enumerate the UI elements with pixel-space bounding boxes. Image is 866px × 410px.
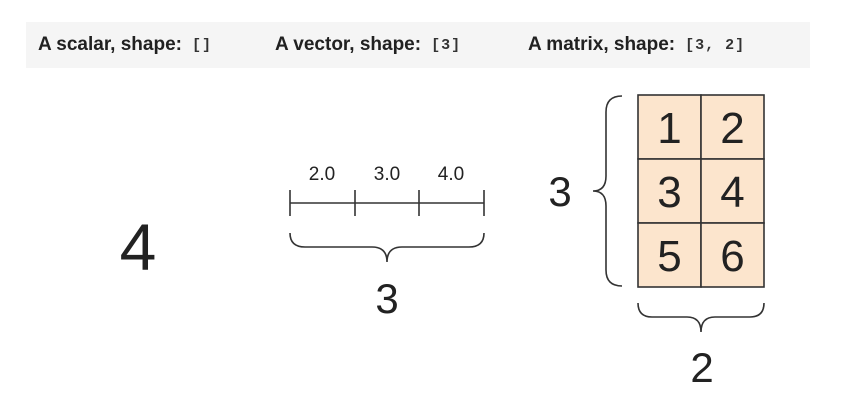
vector-length-label: 3 bbox=[375, 275, 398, 322]
vector-brace bbox=[289, 232, 485, 263]
matrix-cell bbox=[700, 158, 765, 224]
matrix-cell-value: 6 bbox=[720, 232, 744, 281]
scalar-heading-label: A scalar, shape: bbox=[38, 34, 182, 55]
matrix-shape-code: [3, 2] bbox=[685, 36, 746, 54]
matrix-cell-value: 3 bbox=[657, 168, 681, 217]
vector-axis bbox=[289, 190, 485, 216]
scalar-shape-code: [] bbox=[191, 36, 212, 54]
matrix-cell-value: 5 bbox=[657, 232, 681, 281]
matrix-cell bbox=[700, 222, 765, 288]
vector-heading-label: A vector, shape: bbox=[275, 34, 422, 55]
matrix-cols-label: 2 bbox=[690, 344, 713, 391]
matrix-heading-label: A matrix, shape: bbox=[528, 34, 676, 55]
matrix-cell-value: 1 bbox=[657, 104, 681, 153]
scalar-heading: A scalar, shape: [] bbox=[38, 22, 212, 68]
vector-value-1: 2.0 bbox=[309, 164, 335, 185]
vector-value-2: 3.0 bbox=[374, 164, 400, 185]
matrix-heading: A matrix, shape: [3, 2] bbox=[528, 22, 745, 68]
matrix-rows-label: 3 bbox=[548, 168, 571, 215]
vector-value-3: 4.0 bbox=[438, 164, 464, 185]
matrix-cell-value: 4 bbox=[720, 168, 744, 217]
matrix-cols-brace bbox=[637, 302, 765, 333]
vector-shape-code: [3] bbox=[431, 36, 462, 54]
matrix-rows-brace bbox=[592, 95, 623, 287]
matrix-cell-value: 2 bbox=[720, 104, 744, 153]
matrix-cell bbox=[700, 94, 765, 160]
header-bar: A scalar, shape: [] A vector, shape: [3]… bbox=[26, 22, 810, 68]
vector-heading: A vector, shape: [3] bbox=[275, 22, 461, 68]
scalar-value: 4 bbox=[120, 210, 157, 284]
